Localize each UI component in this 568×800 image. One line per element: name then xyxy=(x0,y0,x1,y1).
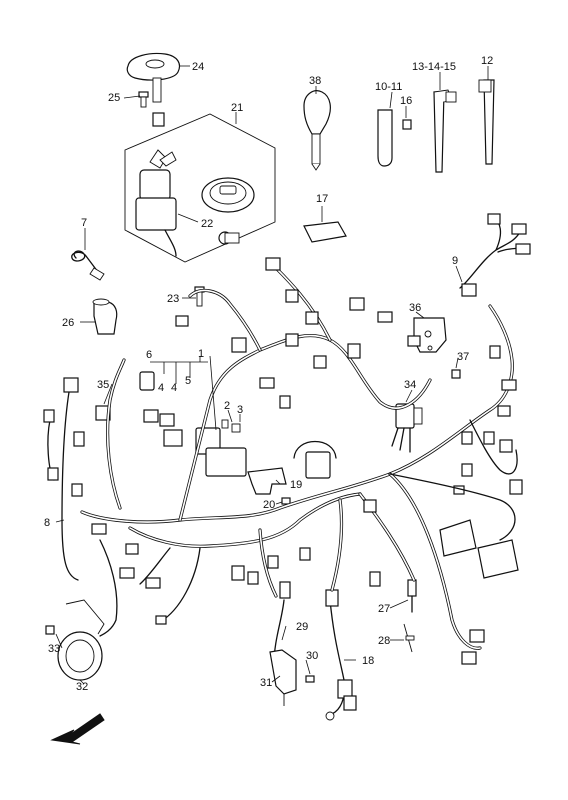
callout-26: 26 xyxy=(62,317,74,329)
ignition-connector-part xyxy=(152,112,165,127)
callout-29: 29 xyxy=(296,621,308,633)
leader-lines xyxy=(55,65,489,685)
main-wiring-harness xyxy=(80,257,523,665)
junction-block-part xyxy=(293,440,337,479)
callout-20: 20 xyxy=(263,499,275,511)
callout-4b: 4 xyxy=(171,382,177,394)
callout-22: 22 xyxy=(201,218,213,230)
callout-6: 6 xyxy=(146,349,152,361)
callout-8: 8 xyxy=(44,517,50,529)
key-part xyxy=(303,90,331,171)
callout-9: 9 xyxy=(452,255,458,267)
bracket-part-10-11 xyxy=(377,109,393,167)
callout-35: 35 xyxy=(97,379,109,391)
sub-harness-part-9 xyxy=(459,213,531,297)
screw-part-25 xyxy=(138,91,149,108)
callout-17: 17 xyxy=(316,193,328,205)
tie-part-28 xyxy=(403,623,415,653)
callout-19: 19 xyxy=(290,479,302,491)
ecu-connectors-part xyxy=(439,519,519,579)
label-sticker-part xyxy=(303,221,347,243)
callout-4a: 4 xyxy=(158,382,164,394)
screw-part-30 xyxy=(305,675,315,683)
sub-harness-part-8 xyxy=(43,377,85,581)
callout-21: 21 xyxy=(231,102,243,114)
connector-block-part-34 xyxy=(391,403,423,453)
front-direction-arrow-icon xyxy=(50,713,105,745)
screw-part-20 xyxy=(281,497,291,505)
callout-34: 34 xyxy=(404,379,416,391)
callout-32: 32 xyxy=(76,681,88,693)
callout-13-14-15: 13-14-15 xyxy=(412,61,456,73)
callout-37: 37 xyxy=(457,351,469,363)
ignition-set-box xyxy=(124,113,276,263)
rubber-boot-part xyxy=(92,298,118,335)
tie-band-part-12 xyxy=(478,79,495,165)
bracket-part-36 xyxy=(413,317,447,353)
callout-31: 31 xyxy=(260,677,272,689)
tie-band-part-13-15 xyxy=(433,89,457,173)
callout-23: 23 xyxy=(167,293,179,305)
fuse-group-bracket xyxy=(150,356,208,384)
ignition-switch-part xyxy=(135,149,177,257)
callout-27: 27 xyxy=(378,603,390,615)
callout-7: 7 xyxy=(81,217,87,229)
callout-36: 36 xyxy=(409,302,421,314)
seat-lock-part xyxy=(218,231,240,245)
callout-10-11: 10-11 xyxy=(375,81,402,93)
sensor-part-27 xyxy=(407,579,417,613)
sub-harness-part-18 xyxy=(325,589,357,721)
callout-30: 30 xyxy=(306,650,318,662)
callout-38: 38 xyxy=(309,75,321,87)
fuel-cap-part xyxy=(201,177,255,213)
clip-part-16 xyxy=(402,119,412,130)
callout-18: 18 xyxy=(362,655,374,667)
fuse-box-part xyxy=(139,371,247,477)
callout-3: 3 xyxy=(237,404,243,416)
callout-2: 2 xyxy=(224,400,230,412)
callout-33: 33 xyxy=(48,643,60,655)
horn-part xyxy=(57,599,105,681)
callout-28: 28 xyxy=(378,635,390,647)
callout-12: 12 xyxy=(481,55,493,67)
nut-part-33 xyxy=(45,625,55,635)
callout-16: 16 xyxy=(400,95,412,107)
spring-clip-part xyxy=(71,250,105,281)
bracket-part-31 xyxy=(269,649,297,706)
callout-1: 1 xyxy=(198,348,204,360)
callout-24: 24 xyxy=(192,61,204,73)
bolt-part-37 xyxy=(451,369,461,379)
callout-5: 5 xyxy=(185,375,191,387)
bracket-part-19 xyxy=(247,467,287,495)
ignition-cover-part xyxy=(126,52,181,103)
callout-25: 25 xyxy=(108,92,120,104)
